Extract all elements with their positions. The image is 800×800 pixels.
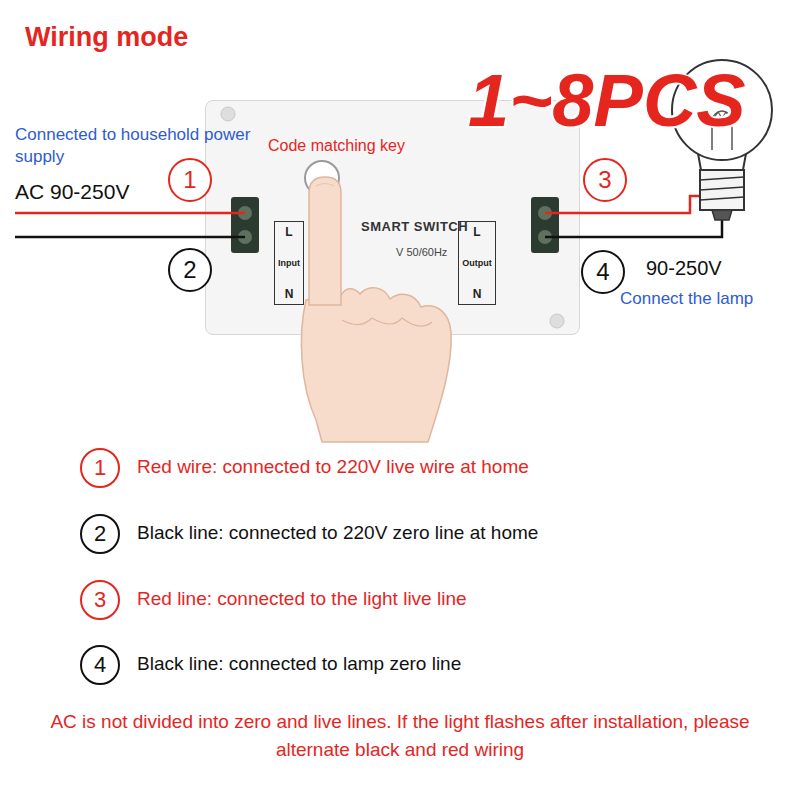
device-label: SMART SWITCH xyxy=(361,219,468,234)
text-holder: Connect the lamp xyxy=(620,289,753,309)
title: Wiring mode xyxy=(25,22,188,53)
terminal-block xyxy=(231,197,259,253)
voltage-label: 90-250V xyxy=(646,257,722,280)
callout-circle: 1 xyxy=(80,448,120,488)
quantity-watermark: 1~8PCS xyxy=(468,58,746,143)
note-label: Connected to household power supply xyxy=(15,124,255,168)
instruction-text: Red wire: connected to 220V live wire at… xyxy=(137,456,529,478)
live-wire xyxy=(15,212,245,215)
text-holder: SMART SWITCH xyxy=(361,219,468,234)
terminal-label: Input xyxy=(278,258,300,268)
text-holder: Black line: connected to 220V zero line … xyxy=(137,522,538,544)
device-label: V 50/60Hz xyxy=(396,246,447,258)
callout-number: 1 xyxy=(183,168,196,192)
neutral-wire xyxy=(545,220,722,237)
neutral-wire xyxy=(15,236,245,239)
callout-number: 2 xyxy=(183,258,196,282)
terminal-label: N xyxy=(285,287,294,301)
callout-number: 4 xyxy=(596,260,609,284)
live-wire xyxy=(545,196,700,213)
callout-number: 2 xyxy=(94,523,106,545)
text-holder: Red wire: connected to 220V live wire at… xyxy=(137,456,529,478)
pointing-hand xyxy=(301,177,451,442)
terminal-label: Output xyxy=(462,258,492,268)
text-holder: Connected to household power supply xyxy=(15,124,255,168)
callout-circle: 3 xyxy=(583,158,627,202)
callout-number: 3 xyxy=(94,589,106,611)
text-holder: AC 90-250V xyxy=(15,180,129,204)
instruction-text: Red line: connected to the light live li… xyxy=(137,588,467,610)
voltage-label: AC 90-250V xyxy=(15,180,129,204)
text-holder: AC is not divided into zero and live lin… xyxy=(40,708,760,763)
callout-circle: 3 xyxy=(80,580,120,620)
callout-number: 3 xyxy=(598,168,611,192)
instruction-text: Black line: connected to lamp zero line xyxy=(137,653,461,675)
terminal-label: N xyxy=(473,287,482,301)
callout-circle: 2 xyxy=(168,248,212,292)
note-label: Connect the lamp xyxy=(620,289,753,309)
callout-circle: 1 xyxy=(168,158,212,202)
terminal-label: L xyxy=(285,225,292,239)
text-holder: Code matching key xyxy=(268,137,405,155)
callout-circle: 2 xyxy=(80,514,120,554)
terminal-block xyxy=(531,197,559,253)
button-label: Code matching key xyxy=(268,137,405,155)
text-holder: 1~8PCS xyxy=(468,58,746,143)
callout-circle: 4 xyxy=(581,250,625,294)
text-holder: Black line: connected to lamp zero line xyxy=(137,653,461,675)
callout-circle: 4 xyxy=(80,645,120,685)
mounting-hole xyxy=(550,314,564,328)
text-holder: V 50/60Hz xyxy=(396,246,447,258)
title-holder: Wiring mode xyxy=(25,22,188,53)
text-holder: 90-250V xyxy=(646,257,722,280)
terminal-label: L xyxy=(473,225,480,239)
mounting-hole xyxy=(221,107,235,121)
terminal-panel: L InputN xyxy=(274,221,304,305)
callout-number: 4 xyxy=(94,654,106,676)
callout-number: 1 xyxy=(94,457,106,479)
caption: AC is not divided into zero and live lin… xyxy=(40,708,760,763)
instruction-text: Black line: connected to 220V zero line … xyxy=(137,522,538,544)
text-holder: Red line: connected to the light live li… xyxy=(137,588,467,610)
